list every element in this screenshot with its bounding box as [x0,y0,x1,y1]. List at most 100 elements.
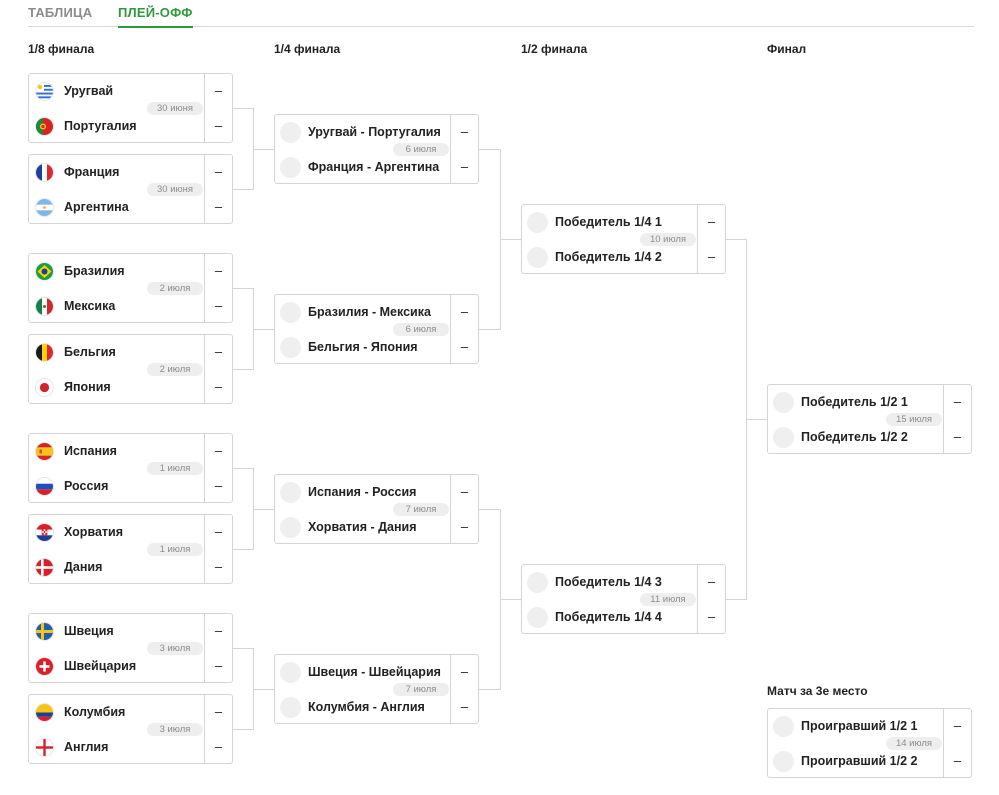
score-column [943,385,971,453]
r16-match[interactable]: Хорватия Дания – – 1 июля [28,514,233,584]
team-row: Испания - Россия [275,475,453,509]
team-row: Победитель 1/4 4 [522,600,700,634]
team-name: Франция - Аргентина [308,160,440,174]
connector-line [479,509,501,510]
connector-line [233,369,254,370]
connector-line [479,689,501,690]
team-name: Аргентина [64,200,129,214]
team-placeholder-icon [527,606,548,628]
r16-match[interactable]: Франция Аргентина – – 30 июня [28,154,233,224]
team-row: Франция [29,155,207,189]
connector-line [253,329,274,330]
team-name: Англия [64,740,109,754]
team-row: Уругвай - Португалия [275,115,453,149]
qf-match[interactable]: Бразилия - Мексика Бельгия - Япония – – … [274,294,479,364]
team-placeholder-icon [280,336,301,358]
r16-match[interactable]: Бельгия Япония – – 2 июля [28,334,233,404]
match-date: 1 июля [147,462,203,475]
team-placeholder-icon [527,571,548,593]
team-row: Англия [29,730,207,764]
round-of-16-title: 1/8 финала [28,42,95,56]
team-name: Швеция - Швейцария [308,665,441,679]
score-column [204,155,232,223]
score: – [214,704,223,719]
score: – [214,559,223,574]
score: – [214,199,223,214]
score: – [460,699,469,714]
score: – [214,298,223,313]
sweden-flag-icon [36,622,53,640]
connector-line [479,149,501,150]
team-name: Мексика [64,299,116,313]
team-row: Аргентина [29,190,207,224]
team-row: Франция - Аргентина [275,150,453,184]
third-place-match[interactable]: Проигравший 1/2 1 Проигравший 1/2 2 – – … [767,708,972,778]
qf-match[interactable]: Испания - Россия Хорватия - Дания – – 7 … [274,474,479,544]
team-row: Бразилия [29,254,207,288]
team-placeholder-icon [280,301,301,323]
tab-playoff[interactable]: ПЛЕЙ-ОФФ [118,5,193,28]
score: – [214,118,223,133]
score: – [460,519,469,534]
final-match[interactable]: Победитель 1/2 1 Победитель 1/2 2 – – 15… [767,384,972,454]
score: – [214,478,223,493]
england-flag-icon [36,738,53,756]
score: – [953,429,962,444]
match-date: 11 июля [640,593,696,606]
match-date: 7 июля [393,683,449,696]
match-date: 7 июля [393,503,449,516]
team-row: Швейцария [29,649,207,683]
score-column [697,565,725,633]
r16-match[interactable]: Уругвай Португалия – – 30 июня [28,73,233,143]
team-row: Испания [29,434,207,468]
team-name: Уругвай - Португалия [308,125,441,139]
sf-match[interactable]: Победитель 1/4 1 Победитель 1/4 2 – – 10… [521,204,726,274]
connector-line [479,329,501,330]
score: – [460,159,469,174]
match-date: 6 июля [393,143,449,156]
r16-match[interactable]: Бразилия Мексика – – 2 июля [28,253,233,323]
r16-match[interactable]: Швеция Швейцария – – 3 июля [28,613,233,683]
croatia-flag-icon [36,523,53,541]
qf-match[interactable]: Швеция - Швейцария Колумбия - Англия – –… [274,654,479,724]
r16-match[interactable]: Испания Россия – – 1 июля [28,433,233,503]
team-name: Бразилия [64,264,125,278]
score: – [460,304,469,319]
denmark-flag-icon [36,558,53,576]
belgium-flag-icon [36,343,53,361]
team-row: Победитель 1/4 1 [522,205,700,239]
score-column [204,434,232,502]
team-name: Колумбия - Англия [308,700,425,714]
team-row: Бельгия [29,335,207,369]
connector-line [233,549,254,550]
team-name: Португалия [64,119,137,133]
tab-table[interactable]: ТАБЛИЦА [28,5,93,20]
team-name: Победитель 1/4 1 [555,215,662,229]
team-placeholder-icon [773,715,794,737]
qf-match[interactable]: Уругвай - Португалия Франция - Аргентина… [274,114,479,184]
connector-line [500,599,521,600]
score: – [214,443,223,458]
third-place-title: Матч за 3е место [767,684,868,698]
team-row: Колумбия - Англия [275,690,453,724]
japan-flag-icon [36,378,53,396]
team-row: Победитель 1/2 1 [768,385,946,419]
team-placeholder-icon [280,696,301,718]
match-date: 30 июня [147,183,203,196]
score-column [204,254,232,322]
switzerland-flag-icon [36,657,53,675]
sf-match[interactable]: Победитель 1/4 3 Победитель 1/4 4 – – 11… [521,564,726,634]
score: – [214,263,223,278]
connector-line [233,468,254,469]
team-placeholder-icon [280,156,301,178]
r16-match[interactable]: Колумбия Англия – – 3 июля [28,694,233,764]
team-placeholder-icon [773,391,794,413]
score: – [460,339,469,354]
team-name: Франция [64,165,120,179]
portugal-flag-icon [36,117,53,135]
semifinal-title: 1/2 финала [521,42,588,56]
team-placeholder-icon [280,121,301,143]
team-row: Хорватия - Дания [275,510,453,544]
team-row: Бельгия - Япония [275,330,453,364]
team-name: Швейцария [64,659,137,673]
